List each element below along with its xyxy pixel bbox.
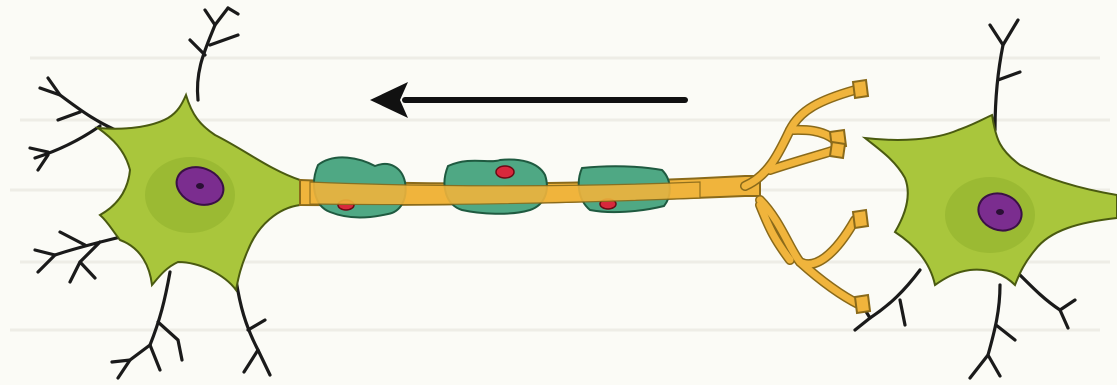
myelin-sheaths <box>310 157 700 217</box>
